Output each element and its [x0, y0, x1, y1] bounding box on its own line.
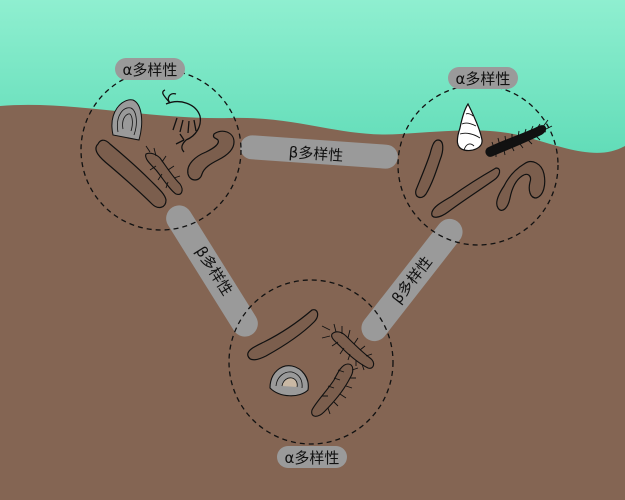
shrimp-icon — [162, 89, 202, 153]
alpha-label: α多样性 — [285, 449, 340, 467]
beta-connection-top: β多样性 — [240, 135, 398, 169]
alpha-label: α多样性 — [456, 70, 511, 88]
polychaete-icon — [485, 119, 553, 157]
worm-icon — [415, 139, 444, 199]
community-3: α多样性 — [228, 279, 394, 468]
clam-icon — [111, 99, 143, 141]
snail-icon — [456, 102, 483, 152]
worm-icon — [95, 139, 167, 209]
beta-pill — [166, 205, 258, 337]
label-pill: α多样性 — [277, 446, 347, 468]
polychaete-icon — [145, 145, 183, 195]
worm-icon — [431, 167, 501, 218]
community-1: α多样性 — [80, 58, 242, 231]
label-pill: α多样性 — [115, 58, 185, 80]
worm-icon — [247, 309, 319, 361]
beta-pill — [240, 135, 398, 169]
community-boundary — [80, 69, 242, 231]
community-boundary — [228, 279, 394, 445]
beta-pill — [361, 218, 463, 342]
polychaete-icon — [321, 323, 375, 371]
alpha-label: α多样性 — [123, 61, 178, 79]
polychaete-icon — [311, 363, 359, 417]
community-boundary — [397, 84, 559, 246]
community-2: α多样性 — [397, 67, 559, 246]
worm-icon — [496, 161, 546, 211]
label-pill: α多样性 — [448, 67, 518, 89]
clam-icon — [269, 365, 309, 397]
beta-label: β多样性 — [288, 143, 344, 165]
worm-icon — [187, 130, 235, 181]
